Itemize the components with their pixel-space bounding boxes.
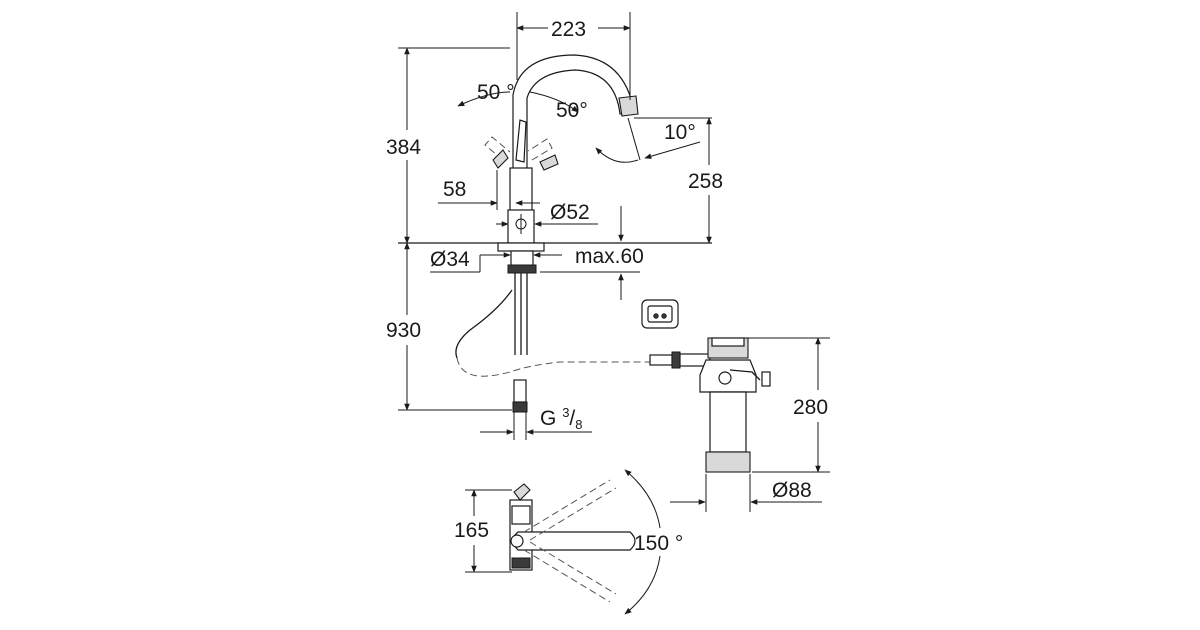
plan-spout-ghost-down: [523, 549, 611, 603]
dim-total-height: 384: [386, 136, 421, 159]
filter-lever: [729, 369, 761, 381]
dim-spout-height: 258: [688, 170, 723, 193]
filter-hose: [456, 357, 660, 377]
dim-body-diameter: Ø52: [550, 201, 590, 224]
filter-base: [705, 451, 751, 473]
supply-fitting: [512, 401, 528, 413]
dim-plan-height: 165: [454, 519, 489, 542]
dim-connection-thread: G 3/8: [540, 405, 583, 432]
dim-angle-right: 50°: [556, 99, 588, 122]
dim-angle-left: 50 °: [477, 81, 515, 104]
dim-hose-length: 930: [386, 319, 421, 342]
filter-cartridge: [709, 391, 747, 453]
dim-spout-reach: 223: [551, 18, 586, 41]
plan-spout-ghost-up: [523, 479, 611, 533]
handle-upright: [515, 119, 527, 163]
faucet-body: [509, 167, 533, 213]
dim-filter-diameter: Ø88: [772, 479, 812, 502]
dim-max-deck: max.60: [575, 245, 644, 268]
plan-view: [509, 479, 636, 603]
dim-swivel-angle: 150 °: [634, 532, 683, 555]
handle-right-ghost: [527, 138, 553, 161]
dim-filter-height: 280: [793, 396, 828, 419]
filter-unit: [641, 299, 771, 473]
dim-shank-diameter: Ø34: [430, 248, 470, 271]
faucet-elevation: [398, 54, 712, 413]
supply-tail: [513, 379, 527, 403]
aerator: [618, 95, 639, 117]
handle-left-knob: [492, 149, 509, 169]
handle-left-ghost: [484, 136, 511, 161]
mounting-plate: [497, 242, 545, 252]
lock-nut: [507, 264, 537, 274]
dim-handle-offset: 58: [443, 178, 466, 201]
pullout-hose: [455, 289, 513, 359]
dim-tilt-angle: 10°: [664, 121, 696, 144]
handle-right-knob: [539, 154, 559, 171]
plan-spout: [512, 531, 636, 551]
plan-handle: [513, 483, 531, 501]
